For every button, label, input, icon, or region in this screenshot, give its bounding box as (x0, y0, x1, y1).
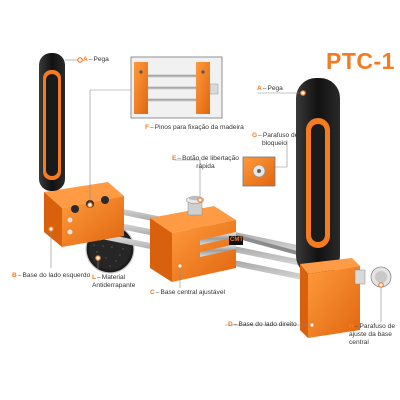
callout-a-right: A–Pega (257, 85, 283, 92)
left-handle (39, 53, 65, 191)
product-title: PTC-1 (326, 48, 395, 74)
callout-text: Pega (93, 56, 109, 63)
right-handle (296, 78, 340, 276)
callout-markers (48, 57, 384, 328)
callout-text: Base do lado esquerdo (22, 272, 91, 279)
callout-c: C–Base central ajustável (150, 289, 225, 296)
callout-e: E–Botão de libertação rápida (172, 155, 239, 170)
callout-l: L–Material Antiderrapante (92, 274, 136, 289)
callout-h: H–Parafuso de ajuste da base central (349, 323, 395, 346)
callout-d: D–Base do lado direito (228, 321, 297, 328)
callout-text: Pinos para fixação da madeira (154, 124, 244, 131)
brand-mark: CMT (230, 237, 243, 243)
callout-b: B–Base do lado esquerdo (12, 272, 91, 279)
callout-a-left: A–Pega (83, 56, 109, 63)
left-base (44, 182, 124, 247)
callout-text: Base do lado direito (238, 321, 297, 328)
callout-text: Pega (267, 85, 283, 92)
brand-badge (229, 236, 243, 245)
callout-f: F–Pinos para fixação da madeira (145, 124, 244, 131)
inset-pins-detail (130, 56, 223, 119)
callout-text: Base central ajustável (160, 289, 225, 296)
central-base (150, 206, 236, 282)
right-base (300, 258, 360, 338)
base-adjust-screw (354, 266, 392, 288)
callout-g: G–Parafuso de bloqueio (252, 132, 299, 147)
leader-lines (50, 59, 382, 326)
callout-letter: A (83, 56, 88, 63)
inset-lock-screw-detail (242, 156, 276, 187)
